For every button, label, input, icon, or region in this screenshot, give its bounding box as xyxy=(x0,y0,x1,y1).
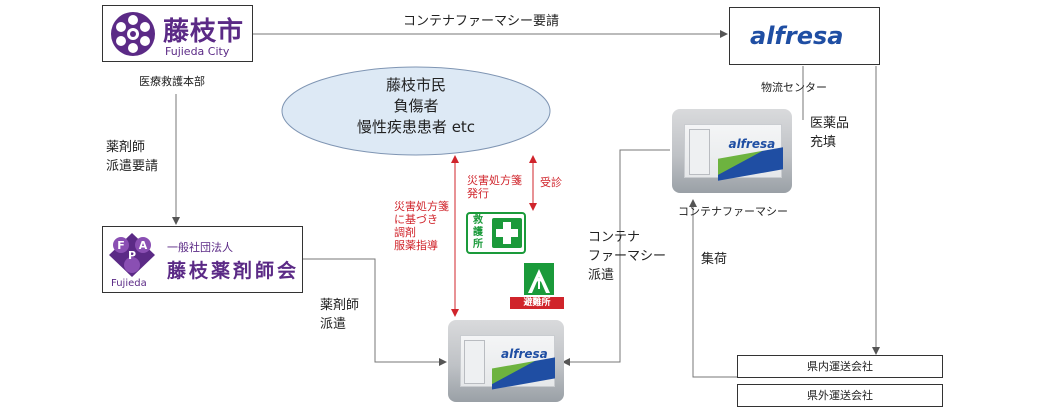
fujieda-city-name: 藤枝市 xyxy=(163,17,245,47)
pickup-label: 集荷 xyxy=(701,252,728,267)
pharmacist-request-line-1: 薬剤師 xyxy=(106,140,146,155)
pickup-arrow xyxy=(689,199,737,378)
fpa-letter-p: P xyxy=(128,249,136,262)
red-note-left-1: 災害処方箋 xyxy=(394,200,449,213)
pharmacist-dispatch-label: 薬剤師 派遣 xyxy=(320,296,359,334)
fujieda-department: 医療救護本部 xyxy=(139,75,205,88)
assoc-type: 一般社団法人 xyxy=(167,241,233,254)
fujieda-emblem-icon xyxy=(111,12,155,56)
red-note-left: 災害処方箋 に基づき 調剤 服薬指導 xyxy=(394,200,449,252)
pharmacist-dispatch-line-2: 派遣 xyxy=(320,317,347,332)
fpa-logo-icon: F P A xyxy=(109,233,155,277)
shelter-label: 避難所 xyxy=(510,297,564,309)
citizens-ellipse xyxy=(281,66,551,156)
fujieda-city-box: 藤枝市 Fujieda City xyxy=(102,5,253,62)
citizens-line-2: 負傷者 xyxy=(393,97,439,115)
red-note-left-4: 服薬指導 xyxy=(394,239,438,252)
pharmacist-dispatch-arrow xyxy=(303,258,447,366)
replenish-label: 医薬品 充填 xyxy=(810,114,849,152)
container-door xyxy=(688,129,710,175)
citizens-line-1: 藤枝市民 xyxy=(385,76,446,94)
container-brand: alfresa xyxy=(501,347,548,362)
red-note-right: 受診 xyxy=(540,176,562,189)
evacuation-exit-icon xyxy=(524,263,554,295)
fpa-letter-a: A xyxy=(139,239,148,252)
citizens-line-3: 慢性疾患患者 etc xyxy=(356,118,476,136)
red-note-mid-2: 発行 xyxy=(467,187,489,200)
red-note-mid-1: 災害処方箋 xyxy=(467,174,522,187)
shelter-sign: 避難所 xyxy=(510,263,564,309)
container-dispatch-line-2: ファーマシー xyxy=(588,249,667,264)
first-aid-char-1: 救 xyxy=(473,215,483,226)
container-pharmacy-label: コンテナファーマシー xyxy=(678,205,788,218)
container-brand: alfresa xyxy=(728,136,776,151)
pharmacist-dispatch-line-1: 薬剤師 xyxy=(320,298,360,313)
container-dispatch-line-3: 派遣 xyxy=(588,268,615,283)
container-dispatch-arrow xyxy=(562,149,670,366)
replenish-line-1: 医薬品 xyxy=(810,116,850,131)
green-cross-icon xyxy=(492,218,522,248)
pharmacist-request-line-2: 派遣要請 xyxy=(106,159,159,174)
container-dispatch-label: コンテナ ファーマシー 派遣 xyxy=(588,228,666,285)
red-note-left-3: 調剤 xyxy=(394,226,416,239)
first-aid-label: 救 護 所 xyxy=(471,215,485,251)
alfresa-logo: alfresa xyxy=(750,22,844,50)
assoc-name: 藤枝薬剤師会 xyxy=(167,260,300,282)
alfresa-box: alfresa xyxy=(729,7,880,65)
first-aid-char-2: 護 xyxy=(473,227,483,238)
red-note-left-2: に基づき xyxy=(394,213,438,226)
red-note-mid: 災害処方箋 発行 xyxy=(467,174,522,200)
container-dispatch-line-1: コンテナ xyxy=(588,230,641,245)
citizens-text: 藤枝市民 負傷者 慢性疾患患者 etc xyxy=(316,75,516,138)
request-label: コンテナファーマシー要請 xyxy=(403,14,560,29)
container-pharmacy-top-image: alfresa xyxy=(672,109,792,193)
fpa-sub: Fujieda xyxy=(111,278,147,289)
fujieda-city-name-en: Fujieda City xyxy=(165,45,230,58)
container-pharmacy-bottom-image: alfresa xyxy=(448,320,564,402)
container-door xyxy=(464,339,485,384)
first-aid-char-3: 所 xyxy=(473,239,483,250)
alfresa-role: 物流センター xyxy=(761,81,827,94)
transport-in-pref: 県内運送会社 xyxy=(737,355,943,378)
first-aid-station-icon: 救 護 所 xyxy=(466,212,526,254)
pharmacist-request-label: 薬剤師 派遣要請 xyxy=(106,138,158,176)
replenish-line-2: 充填 xyxy=(810,135,837,150)
transport-out-pref: 県外運送会社 xyxy=(737,384,943,407)
pharmacists-assoc-box: F P A Fujieda 一般社団法人 藤枝薬剤師会 xyxy=(102,226,303,293)
fpa-letter-f: F xyxy=(117,239,125,252)
